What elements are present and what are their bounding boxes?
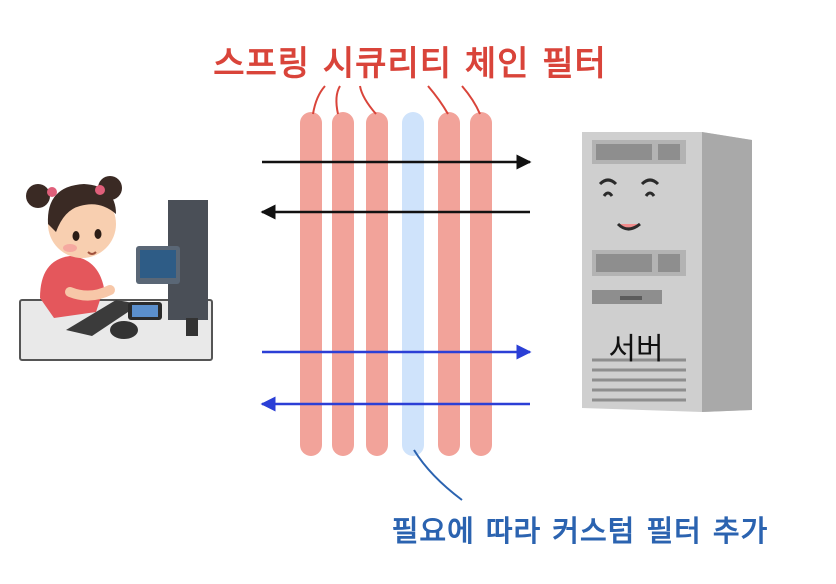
- security-filter-column: [438, 112, 460, 456]
- request-flow-arrows: [260, 154, 532, 412]
- caption-connector: [413, 449, 463, 501]
- security-filter-column: [366, 112, 388, 456]
- filter-group: [300, 112, 492, 456]
- security-filter-column: [332, 112, 354, 456]
- server-tower-icon: [582, 132, 752, 412]
- security-filter-column: [470, 112, 492, 456]
- caption-add-custom-filter: 필요에 따라 커스텀 필터 추가: [391, 514, 769, 548]
- server-label: 서버: [608, 332, 664, 367]
- girl-at-computer-icon: [19, 176, 213, 361]
- title-connectors: [312, 85, 481, 115]
- custom-filter-column: [402, 112, 424, 456]
- title-spring-security-filter-chain: 스프링 시큐리티 체인 필터: [213, 44, 607, 84]
- security-filter-column: [300, 112, 322, 456]
